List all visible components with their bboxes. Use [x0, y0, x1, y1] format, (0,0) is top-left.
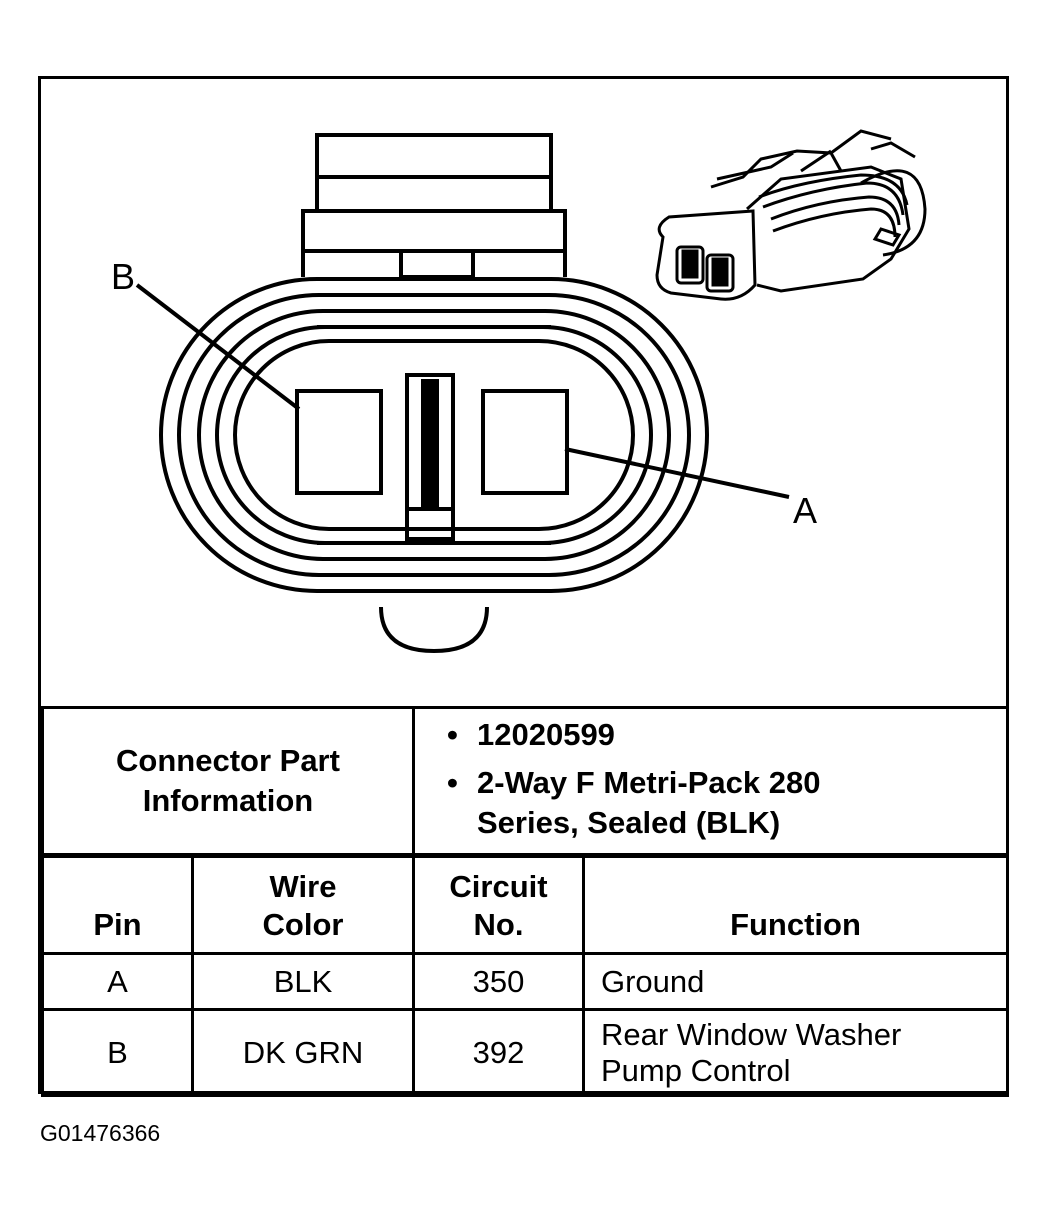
header-wire-color: Wire Color: [191, 855, 415, 955]
center-rib: [405, 373, 455, 541]
pin-b-leader: [135, 283, 301, 411]
pin-cell: A: [41, 952, 194, 1011]
connector-series: 2-Way F Metri-Pack 280 Series, Sealed (B…: [447, 763, 907, 843]
pin-cell: B: [41, 1008, 194, 1097]
connector-key: [379, 606, 489, 654]
connector-part-info-values: 12020599 2-Way F Metri-Pack 280 Series, …: [412, 706, 1009, 856]
pin-label-b: B: [111, 256, 135, 297]
table-row: A BLK 350 Ground: [41, 952, 1009, 1011]
part-number: 12020599: [447, 715, 1006, 755]
pin-table: Pin Wire Color Circuit No. Function A BL…: [41, 855, 1009, 1097]
connector-body: [159, 277, 709, 593]
circuit-no-cell: 350: [412, 952, 585, 1011]
figure-id: G01476366: [40, 1120, 161, 1146]
header-circuit-no: Circuit No.: [412, 855, 585, 955]
pin-a-leader: [564, 447, 790, 499]
connector-3d-view-icon: [655, 129, 927, 301]
table-row: B DK GRN 392 Rear Window Washer Pump Con…: [41, 1008, 1009, 1097]
terminal-cavity-a: [481, 389, 569, 495]
connector-diagram: B A: [41, 79, 1006, 707]
pin-label-a: A: [793, 490, 817, 531]
terminal-cavity-b: [295, 389, 383, 495]
pin-table-header: Pin Wire Color Circuit No. Function: [41, 855, 1009, 955]
wire-color-cell: DK GRN: [191, 1008, 415, 1097]
header-pin: Pin: [41, 855, 194, 955]
connector-part-info-table: Connector Part Information 12020599 2-Wa…: [41, 706, 1009, 856]
connector-part-info-label: Connector Part Information: [41, 706, 415, 856]
function-cell: Rear Window Washer Pump Control: [582, 1008, 1009, 1097]
circuit-no-cell: 392: [412, 1008, 585, 1097]
function-cell: Ground: [582, 952, 1009, 1011]
connector-latch: [301, 133, 567, 279]
header-function: Function: [582, 855, 1009, 955]
connector-frame: B A: [38, 76, 1009, 1097]
wire-color-cell: BLK: [191, 952, 415, 1011]
